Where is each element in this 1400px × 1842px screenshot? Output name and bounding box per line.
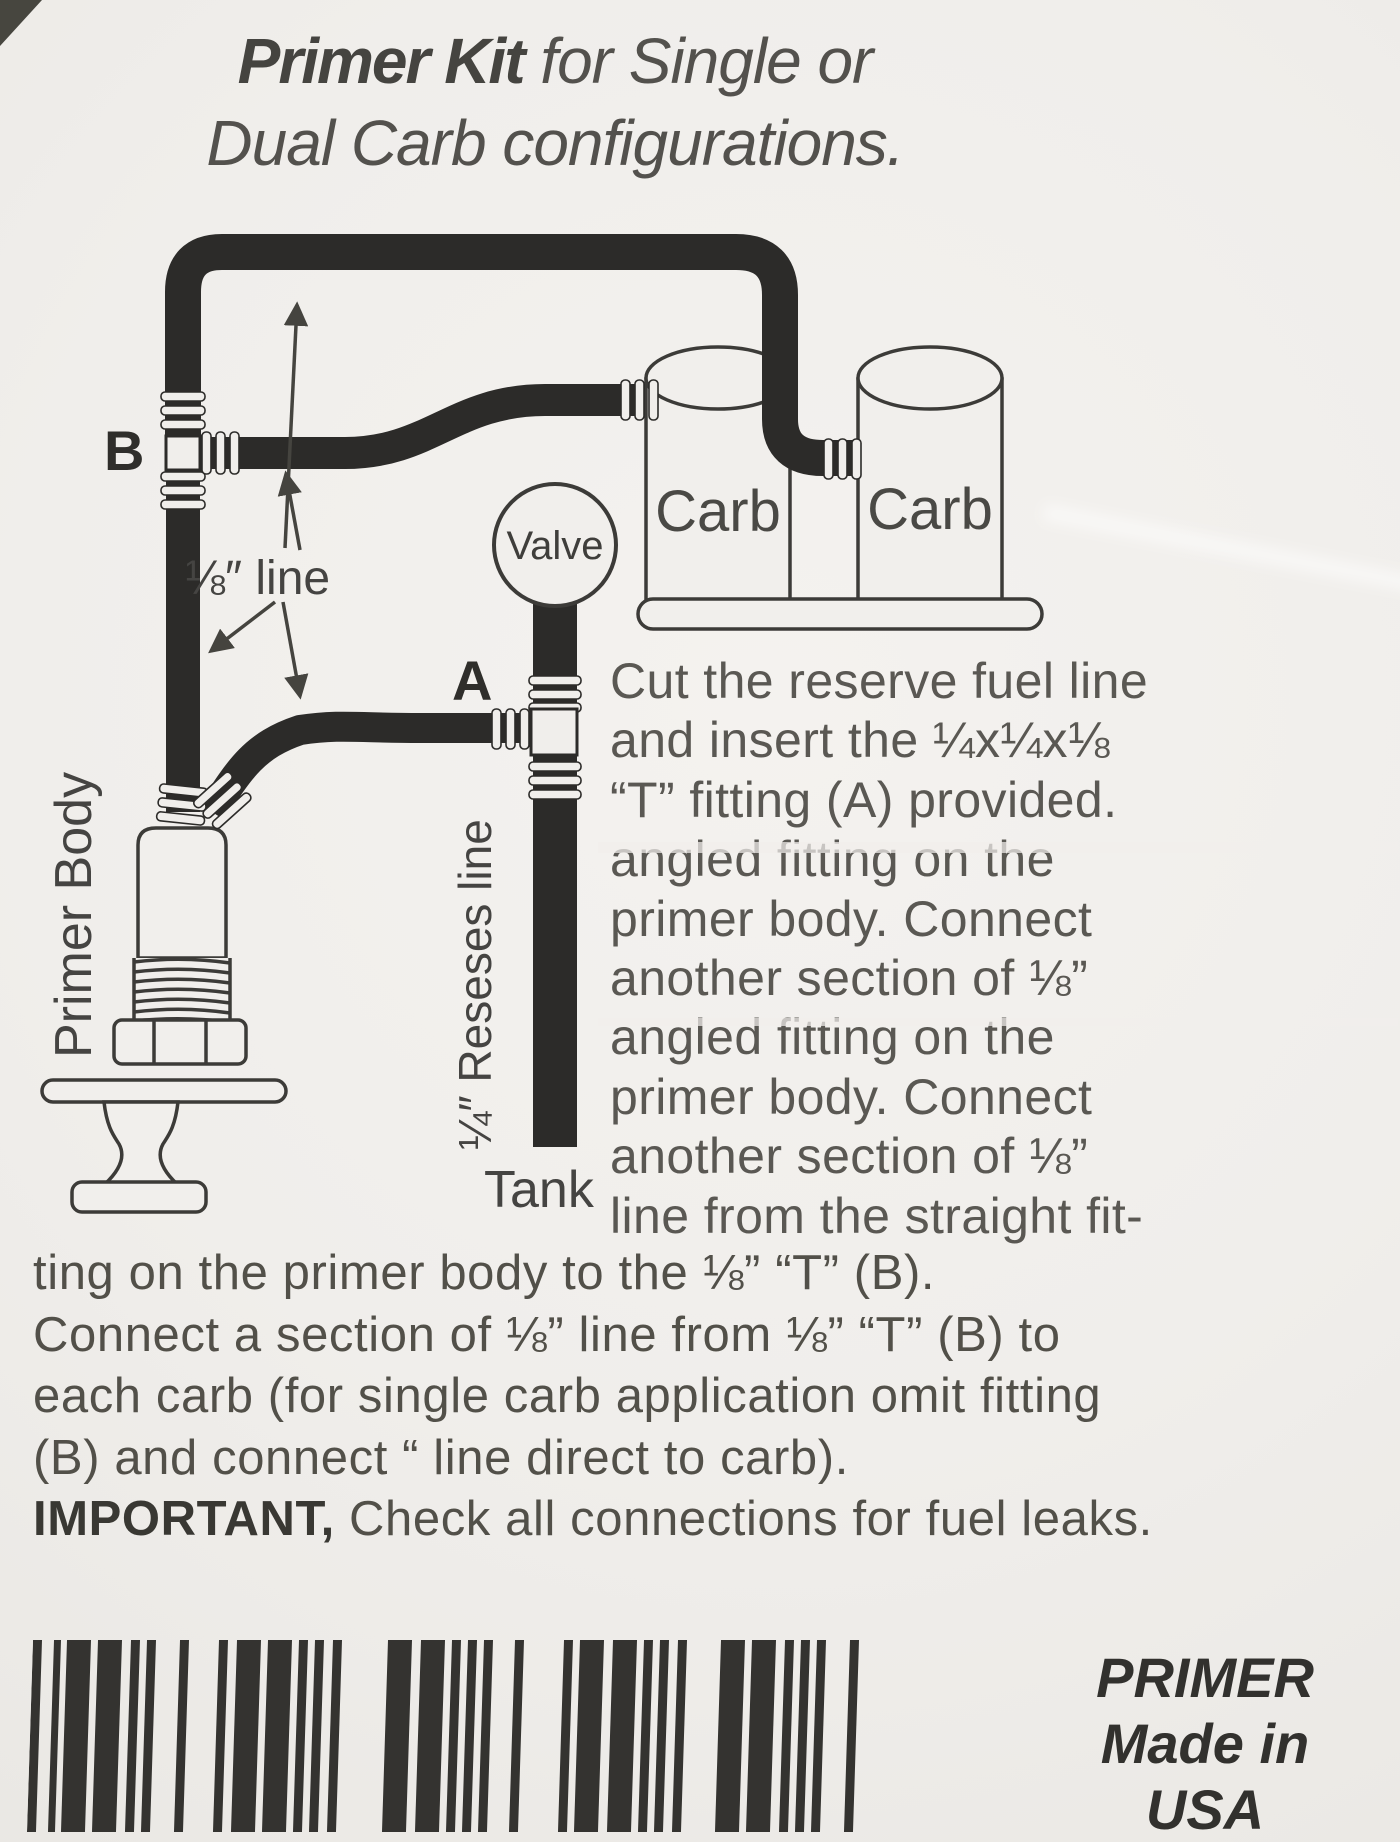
instruction-line: angled fitting on the (610, 831, 1055, 888)
barcode-bar (445, 1640, 462, 1832)
fuel-lines (165, 234, 856, 821)
arrow-to-primer-line (281, 601, 309, 700)
barcode-bar (292, 1640, 309, 1832)
scan-corner-smudge (0, 0, 42, 46)
primer-bell (100, 1100, 182, 1186)
instruction-line: another section of ⅛” (610, 950, 1089, 1007)
primer-right-port-fitting (192, 771, 252, 830)
barcode-bar (653, 1640, 670, 1832)
label-fitting-b: B (104, 419, 145, 482)
barcode-bar (173, 1640, 190, 1832)
primer-mount-plate (40, 1078, 288, 1104)
primer-left-port-fitting (155, 783, 209, 826)
instruction-line: ting on the primer body to the ⅛” “T” (B… (33, 1246, 936, 1300)
made-in-line: Made in (1100, 1712, 1310, 1775)
barcode-bar (124, 1640, 141, 1832)
barcode-bar (477, 1640, 494, 1832)
page-title: Primer Kit for Single or Dual Carb confi… (95, 20, 1015, 184)
barcode-bar (212, 1640, 229, 1832)
label-carb-left: Carb (655, 479, 781, 544)
barcode-bar (745, 1640, 777, 1832)
barcode-bar (606, 1640, 638, 1832)
barcode-bar (810, 1640, 827, 1832)
arrow-to-b-line (277, 470, 302, 551)
primer-threads (133, 957, 231, 1024)
primer-cylinder (136, 826, 228, 960)
made-in-line: PRIMER (1096, 1646, 1314, 1709)
label-tank: Tank (484, 1161, 594, 1219)
instruction-line: primer body. Connect (610, 890, 1093, 947)
title-product-name: Primer Kit (237, 25, 526, 97)
annotation-arrows (208, 301, 309, 700)
barcode-bar (414, 1640, 446, 1832)
label-valve: Valve (506, 524, 604, 568)
print-glitch-seam (598, 1018, 1398, 1026)
carb-left-fitting (620, 379, 659, 421)
barcode-bar (778, 1640, 795, 1832)
barcode-bar (508, 1640, 525, 1832)
primer-base (70, 1180, 208, 1214)
barcode-bar (714, 1640, 746, 1832)
arrow-to-top-line (283, 301, 309, 549)
print-glitch-seam (598, 842, 1398, 853)
title-line-1: Primer Kit for Single or (237, 25, 874, 97)
made-in-usa: PRIMER Made in USA (1030, 1645, 1380, 1842)
carb-right-fitting (823, 438, 862, 480)
barcode-bar (843, 1640, 860, 1832)
label-primer-body: Primer Body (45, 771, 103, 1058)
title-line-2: Dual Carb configurations. (206, 107, 904, 179)
instruction-line: line from the straight fit- (610, 1187, 1144, 1244)
important-label: IMPORTANT, (33, 1492, 335, 1546)
valve-circle (492, 482, 618, 608)
barcode-bar (461, 1640, 478, 1832)
instruction-line: Cut the reserve fuel line (610, 653, 1149, 709)
t-fitting-b (160, 391, 240, 510)
barcode-bar (60, 1640, 92, 1832)
barcode-bar (381, 1640, 413, 1832)
carb-cylinders (636, 345, 1044, 631)
instruction-line: each carb (for single carb application o… (33, 1369, 1102, 1423)
label-eighth-line: ⅛″ line (185, 552, 331, 605)
instruction-line: (B) and connect “ line direct to carb). (33, 1430, 849, 1485)
top-loop-line (165, 234, 856, 476)
arrow-to-left-line (208, 600, 277, 654)
b-to-carb-line (200, 384, 640, 469)
instruction-line: and insert the ¼x¼x⅛ (610, 712, 1110, 769)
barcode-bar (794, 1640, 811, 1832)
made-in-line: USA (1145, 1778, 1265, 1841)
instruction-paragraph: ting on the primer body to the ⅛” “T” (B… (33, 1243, 1397, 1551)
t-fitting-a (491, 675, 582, 800)
barcode (26, 1640, 878, 1832)
carb-base-plate (636, 597, 1044, 631)
label-fitting-a: A (452, 649, 493, 712)
barcode-bar (261, 1640, 293, 1832)
primer-nut (112, 1018, 248, 1066)
instruction-line: Connect a section of ⅛” line from ⅛” “T”… (33, 1307, 1061, 1362)
barcode-bar (557, 1640, 574, 1832)
barcode-bar (308, 1640, 325, 1832)
label-carb-right: Carb (867, 477, 993, 542)
primer-to-a-line (199, 711, 533, 821)
barcode-bar (326, 1640, 343, 1832)
important-note: IMPORTANT, Check all connections for fue… (33, 1492, 1153, 1546)
barcode-bar (573, 1640, 605, 1832)
primer-body-drawing (40, 826, 288, 1214)
barcode-bar (91, 1640, 123, 1832)
barcode-bar (230, 1640, 262, 1832)
hose-fittings (155, 379, 862, 830)
barcode-bar (47, 1640, 62, 1832)
label-reserve-line: ¼″ Reseses line (449, 819, 501, 1150)
instruction-line: primer body. Connect (610, 1068, 1093, 1125)
instruction-line: another section of ⅛” (610, 1128, 1089, 1185)
instruction-line: “T” fitting (A) provided. (610, 771, 1118, 828)
barcode-bar (140, 1640, 157, 1832)
instruction-column: Cut the reserve fuel line and insert the… (610, 652, 1350, 1246)
barcode-bar (671, 1640, 688, 1832)
barcode-bar (637, 1640, 654, 1832)
